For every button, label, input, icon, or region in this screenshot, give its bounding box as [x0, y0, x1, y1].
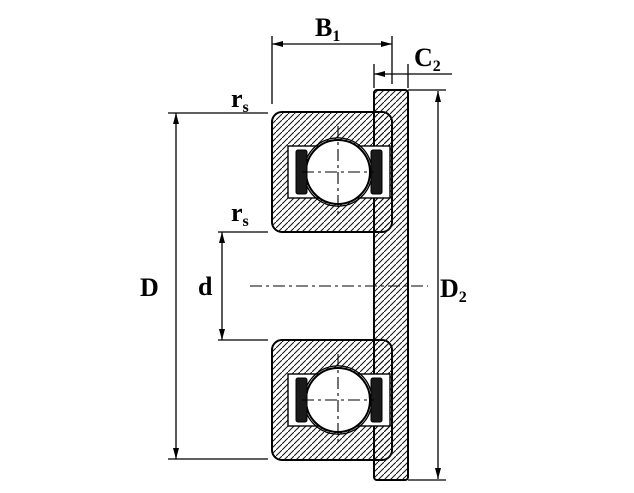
dimension-c2: C2 [373, 43, 452, 88]
dimension-flange-diameter: D2 [408, 89, 467, 481]
dimension-bore-diameter: d [198, 231, 268, 341]
dimension-outer-diameter: D [140, 112, 268, 460]
label-bore-diameter: d [198, 272, 213, 301]
label-b1: B1 [315, 13, 340, 45]
centerlines [250, 126, 428, 446]
label-rs-upper: rs [231, 84, 249, 116]
label-rs-lower: rs [231, 198, 249, 230]
dimension-b1: B1 [271, 13, 393, 104]
label-flange-diameter: D2 [440, 274, 467, 306]
label-outer-diameter: D [140, 273, 159, 302]
label-c2: C2 [414, 43, 441, 75]
